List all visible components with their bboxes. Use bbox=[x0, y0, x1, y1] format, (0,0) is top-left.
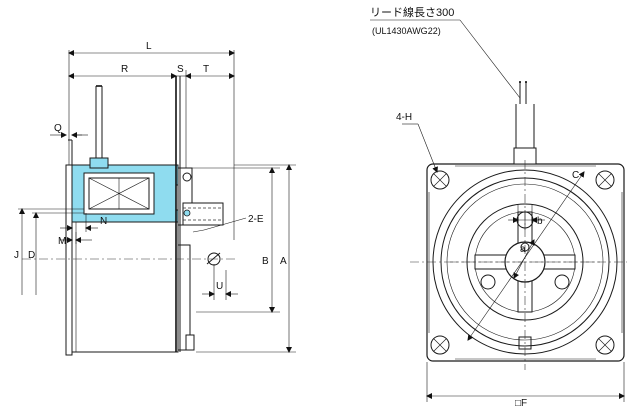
mounting-plate bbox=[65, 164, 73, 356]
label-a: A bbox=[280, 256, 287, 267]
lead-wire-length-label: リード線長さ300 bbox=[370, 5, 454, 19]
label-s: S bbox=[177, 64, 184, 75]
label-a-small: a bbox=[520, 244, 526, 255]
lead-boss bbox=[89, 157, 109, 169]
label-q: Q bbox=[54, 123, 62, 134]
label-2e: 2-E bbox=[248, 214, 264, 225]
label-d: D bbox=[28, 250, 35, 261]
shaft-bore bbox=[182, 202, 224, 226]
lead-wire-spec-label: (UL1430AWG22) bbox=[372, 26, 441, 36]
label-b-small: b bbox=[537, 216, 543, 227]
label-r: R bbox=[121, 64, 128, 75]
label-n: N bbox=[100, 216, 107, 227]
label-l: L bbox=[146, 41, 152, 52]
corner-holes bbox=[430, 170, 615, 355]
label-4h: 4-H bbox=[396, 112, 412, 123]
label-t: T bbox=[203, 64, 209, 75]
side-view bbox=[18, 50, 296, 356]
label-m: M bbox=[58, 236, 66, 247]
label-b: B bbox=[262, 256, 269, 267]
armature-body bbox=[71, 221, 179, 353]
label-j: J bbox=[14, 250, 19, 261]
label-f: □F bbox=[515, 398, 527, 409]
label-c: C bbox=[572, 170, 579, 181]
lower-flange bbox=[177, 244, 191, 351]
front-view bbox=[370, 19, 627, 402]
label-u: U bbox=[216, 281, 223, 292]
